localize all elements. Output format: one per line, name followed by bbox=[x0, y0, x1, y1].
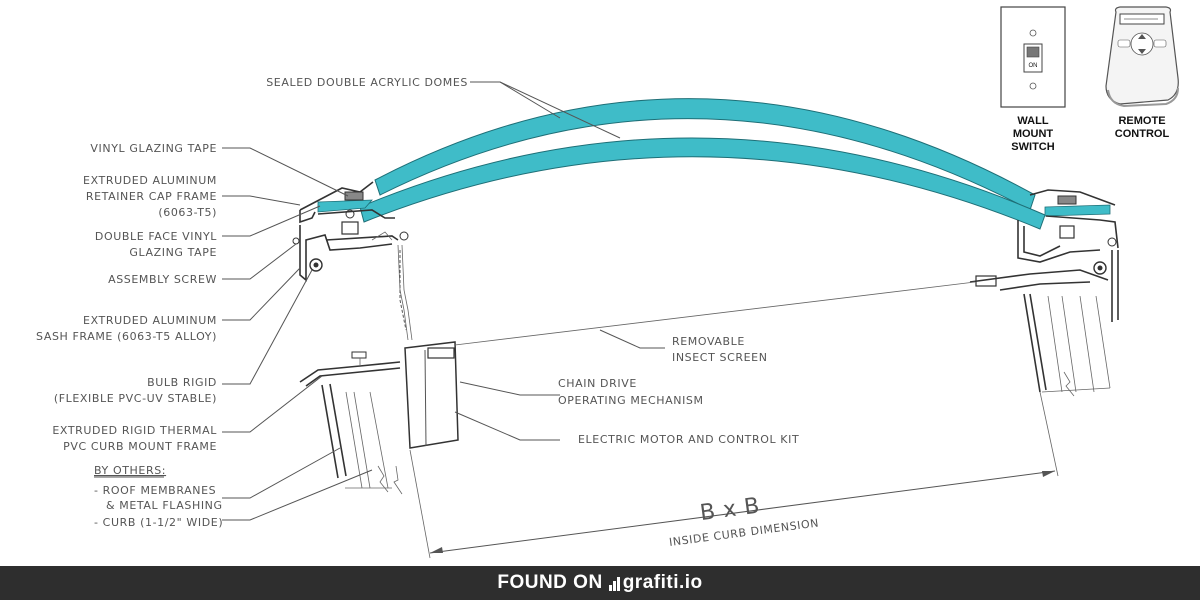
label-roof-1: - ROOF MEMBRANES bbox=[94, 484, 216, 497]
label-insect-1: REMOVABLE bbox=[672, 335, 745, 348]
switch-label-1: WALL bbox=[1017, 115, 1048, 127]
label-bulb-2: (FLEXIBLE PVC-UV STABLE) bbox=[54, 392, 217, 405]
label-retainer-3: (6063-T5) bbox=[158, 206, 217, 219]
acrylic-domes bbox=[317, 98, 1111, 230]
label-vinyl-tape: VINYL GLAZING TAPE bbox=[90, 142, 217, 155]
left-frame-assembly bbox=[292, 181, 409, 282]
label-chain-1: CHAIN DRIVE bbox=[558, 377, 637, 390]
switch-label-3: SWITCH bbox=[1011, 141, 1054, 153]
leader-lines bbox=[222, 81, 665, 521]
dimension-sub-label: INSIDE CURB DIMENSION bbox=[668, 516, 820, 549]
right-frame-assembly bbox=[969, 189, 1119, 397]
label-curb-wide: - CURB (1-1/2" WIDE) bbox=[94, 516, 223, 529]
label-double-face-2: GLAZING TAPE bbox=[129, 246, 217, 259]
label-retainer-1: EXTRUDED ALUMINUM bbox=[83, 174, 217, 187]
dimension-main-label: B x B bbox=[699, 493, 762, 526]
label-by-others: BY OTHERS: bbox=[94, 464, 166, 477]
label-domes: SEALED DOUBLE ACRYLIC DOMES bbox=[266, 76, 468, 89]
label-curb-frame-1: EXTRUDED RIGID THERMAL bbox=[52, 424, 217, 437]
label-motor: ELECTRIC MOTOR AND CONTROL KIT bbox=[578, 433, 799, 446]
label-chain-2: OPERATING MECHANISM bbox=[558, 394, 704, 407]
label-curb-frame-2: PVC CURB MOUNT FRAME bbox=[63, 440, 217, 453]
label-double-face-1: DOUBLE FACE VINYL bbox=[95, 230, 217, 243]
motor-and-left-curb bbox=[299, 341, 459, 495]
label-sash-2: SASH FRAME (6063-T5 ALLOY) bbox=[36, 330, 217, 343]
label-roof-2: & METAL FLASHING bbox=[106, 499, 223, 512]
footer-banner: FOUND ON grafiti.io bbox=[0, 566, 1200, 600]
label-insect-2: INSECT SCREEN bbox=[672, 351, 768, 364]
chain-drive bbox=[397, 244, 413, 341]
label-sash-1: EXTRUDED ALUMINUM bbox=[83, 314, 217, 327]
grafiti-logo-icon bbox=[608, 575, 621, 591]
label-bulb-1: BULB RIGID bbox=[147, 376, 217, 389]
remote-label-1: REMOTE bbox=[1118, 115, 1165, 127]
label-assembly-screw: ASSEMBLY SCREW bbox=[108, 273, 217, 286]
switch-label-2: MOUNT bbox=[1013, 128, 1054, 140]
dimension-line bbox=[409, 391, 1059, 559]
skylight-section-diagram: B x B INSIDE CURB DIMENSION SEALED DOUBL… bbox=[36, 6, 1179, 559]
insect-screen-line bbox=[454, 281, 976, 346]
remote-control bbox=[1105, 6, 1179, 108]
remote-label-2: CONTROL bbox=[1115, 128, 1170, 140]
footer-brand[interactable]: grafiti.io bbox=[622, 572, 703, 593]
wall-mount-switch: ON bbox=[1000, 6, 1066, 108]
label-retainer-2: RETAINER CAP FRAME bbox=[86, 190, 217, 203]
switch-on-label: ON bbox=[1029, 63, 1038, 69]
footer-prefix: FOUND ON bbox=[497, 572, 603, 593]
